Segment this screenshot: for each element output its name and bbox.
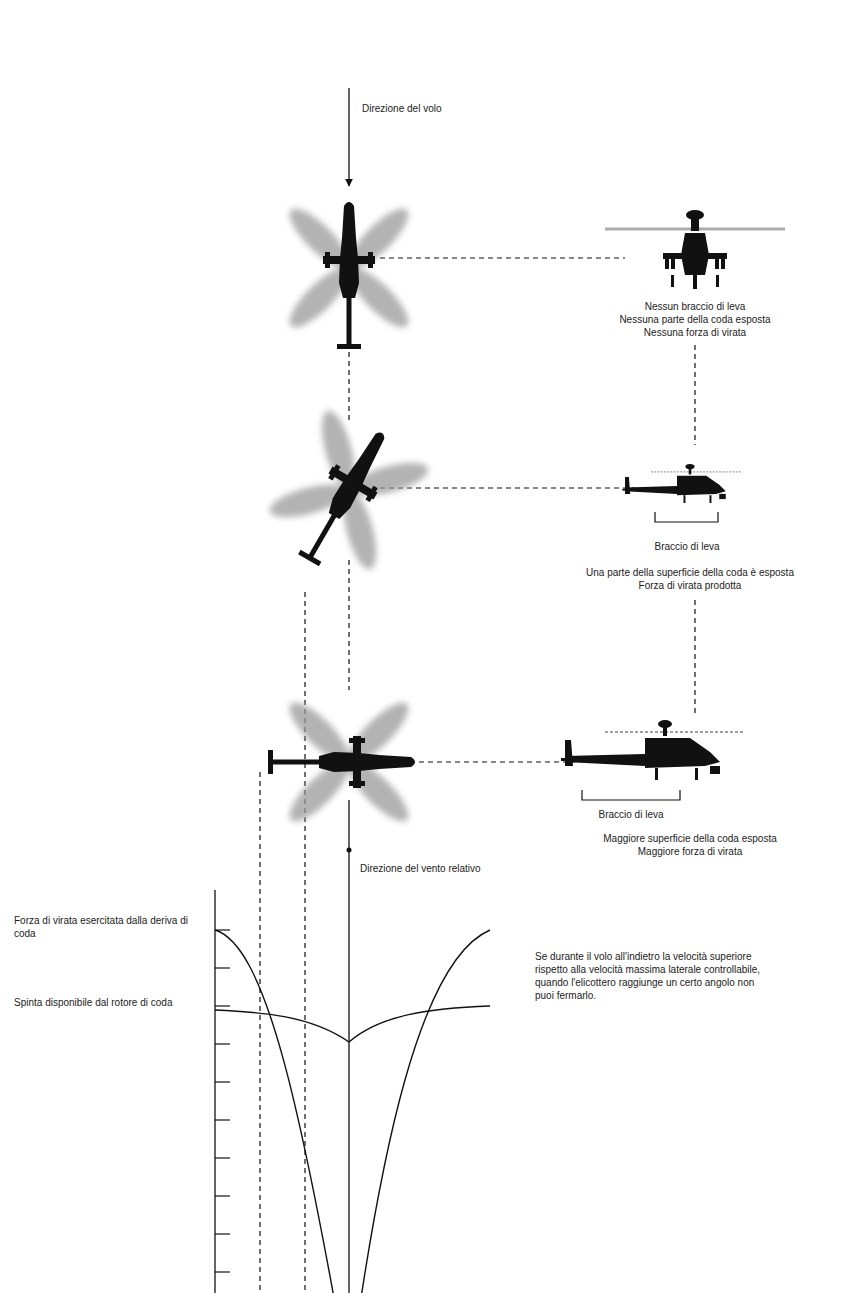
direction-label: Direzione del volo	[362, 102, 442, 115]
caption-text: Nessuna parte della coda esposta	[619, 313, 770, 326]
caption-text: Nessuna forza di virata	[644, 326, 746, 339]
lever-arm-label: Braccio di leva	[654, 540, 719, 553]
note-text: Se durante il volo all'indietro la veloc…	[535, 950, 775, 1002]
caption-text: Maggiore superficie della coda esposta	[603, 832, 776, 845]
axis-label: Spinta disponibile dal rotore di coda	[14, 996, 199, 1009]
caption-text: Forza di virata prodotta	[639, 579, 742, 592]
direction-label: Direzione del vento relativo	[360, 862, 481, 875]
caption-text: Una parte della superficie della coda è …	[586, 566, 794, 579]
caption-text: Nessun braccio di leva	[645, 300, 746, 313]
caption-text: Maggiore forza di virata	[638, 845, 743, 858]
axis-label: Forza di virata esercitata dalla deriva …	[14, 914, 199, 940]
lever-arm-label: Braccio di leva	[598, 808, 663, 821]
